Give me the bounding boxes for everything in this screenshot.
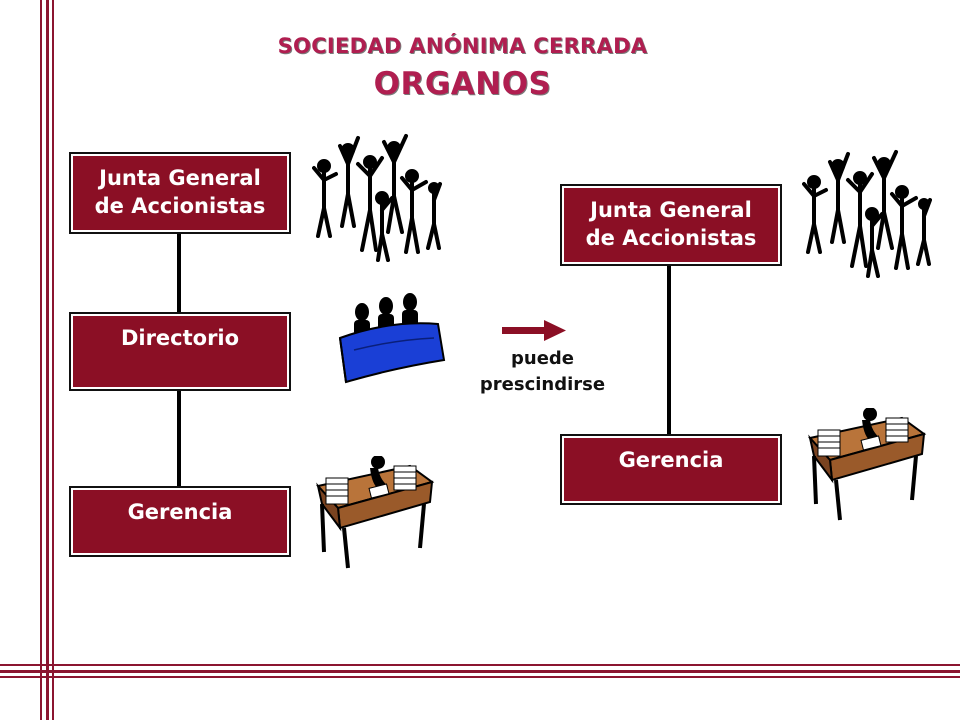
right-arrow-icon — [502, 320, 566, 341]
frame-vline-1 — [40, 0, 42, 720]
left-directorio-box: Directorio — [69, 312, 291, 391]
left-gerencia-label: Gerencia — [127, 500, 233, 524]
frame-vline-2 — [46, 0, 49, 720]
prescindirse-label: puede prescindirse — [460, 346, 625, 398]
right-connector-junta-gerencia — [667, 264, 671, 436]
left-junta-line2: de Accionistas — [94, 194, 266, 218]
left-gerencia-box: Gerencia — [69, 486, 291, 557]
prescindirse-line2: prescindirse — [479, 374, 606, 395]
frame-hline-3 — [0, 676, 960, 678]
left-junta-box: Junta General de Accionistas — [69, 152, 291, 234]
right-gerencia-label: Gerencia — [618, 448, 724, 472]
left-junta-line1: Junta General — [99, 166, 261, 190]
crowd-of-people-icon — [312, 134, 442, 262]
left-directorio-label: Directorio — [120, 326, 240, 350]
right-junta-line2: de Accionistas — [585, 226, 757, 250]
frame-hline-2 — [0, 670, 960, 673]
frame-hline-1 — [0, 664, 960, 666]
right-junta-box: Junta General de Accionistas — [560, 184, 782, 266]
left-connector-junta-directorio — [177, 234, 181, 316]
manager-at-desk-icon — [316, 456, 435, 569]
frame-vline-3 — [52, 0, 54, 720]
manager-at-desk-icon — [808, 408, 927, 521]
board-meeting-icon — [338, 293, 446, 384]
page-subtitle: ORGANOS — [373, 66, 552, 102]
prescindirse-line1: puede — [511, 348, 574, 369]
page-title: SOCIEDAD ANÓNIMA CERRADA — [277, 34, 648, 58]
right-gerencia-box: Gerencia — [560, 434, 782, 505]
left-connector-directorio-gerencia — [177, 389, 181, 489]
right-junta-line1: Junta General — [590, 198, 752, 222]
crowd-of-people-icon — [802, 150, 932, 278]
